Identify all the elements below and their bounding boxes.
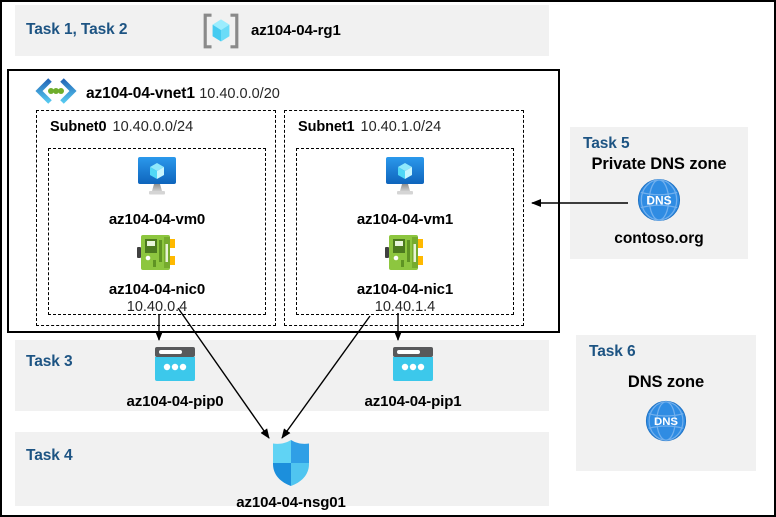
network-interface-icon (137, 234, 177, 277)
pip1-group: az104-04-pip1 (353, 346, 473, 410)
subnet0-name: Subnet0 (50, 119, 107, 135)
pip0-group: az104-04-pip0 (115, 346, 235, 410)
subnet0-cidr: 10.40.0.0/24 (112, 119, 194, 135)
vnet-box: az104-04-vnet1 10.40.0.0/20 Subnet0 10.40… (7, 69, 560, 333)
task3-label: Task 3 (26, 353, 73, 370)
nic0-name: az104-04-nic0 (108, 281, 206, 298)
virtual-machine-icon (383, 156, 427, 203)
task6-box: Task 6 DNS zone DNS (576, 335, 756, 471)
task6-label: Task 6 (589, 343, 636, 360)
subnet1-label: Subnet1 10.40.1.0/24 (285, 111, 523, 135)
pip0-name: az104-04-pip0 (126, 393, 224, 410)
vnet-header: az104-04-vnet1 10.40.0.0/20 (35, 76, 280, 111)
task4-band: Task 4 az104-04-nsg01 (15, 432, 549, 511)
nsg-group: az104-04-nsg01 (230, 439, 352, 511)
subnet0-vm-group: az104-04-vm0 (48, 148, 266, 315)
svg-text:DNS: DNS (646, 193, 671, 207)
subnet1-cidr: 10.40.1.0/24 (360, 119, 442, 135)
vm0-name: az104-04-vm0 (108, 211, 206, 228)
vnet-name: az104-04-vnet1 (86, 84, 195, 102)
svg-text:DNS: DNS (654, 416, 678, 428)
nsg-name: az104-04-nsg01 (236, 494, 346, 511)
nsg-shield-icon (270, 439, 312, 492)
vm1-name: az104-04-vm1 (356, 211, 454, 228)
nic1-ip: 10.40.1.4 (374, 299, 436, 315)
network-interface-icon (385, 234, 425, 277)
virtual-network-icon (35, 76, 77, 111)
subnet0-label: Subnet0 10.40.0.0/24 (37, 111, 275, 135)
public-ip-icon (393, 346, 433, 389)
private-dns-zone-title: Private DNS zone (591, 155, 727, 173)
subnet0-box: Subnet0 10.40.0.0/24 az104-04-vm0 (36, 110, 276, 326)
subnet1-name: Subnet1 (298, 119, 355, 135)
virtual-machine-icon (135, 156, 179, 203)
dns-zone-title: DNS zone (627, 373, 705, 391)
nic0-ip: 10.40.0.4 (126, 299, 188, 315)
resource-group-icon (201, 12, 241, 55)
task1-2-label: Task 1, Task 2 (26, 21, 128, 38)
task1-2-band: Task 1, Task 2 az104-04-rg1 (15, 5, 549, 56)
private-dns-zone-name: contoso.org (614, 230, 704, 247)
task5-box: Task 5 Private DNS zone DNS contoso.org (570, 127, 748, 259)
nic1-name: az104-04-nic1 (356, 281, 454, 298)
task4-label: Task 4 (26, 447, 73, 464)
dns-zone-icon: DNS (645, 400, 687, 447)
public-ip-icon (155, 346, 195, 389)
vnet-cidr: 10.40.0.0/20 (199, 85, 280, 102)
task3-band: Task 3 az104-04-pip0 (15, 340, 549, 411)
pip1-name: az104-04-pip1 (364, 393, 462, 410)
dns-zone-icon: DNS (637, 178, 681, 227)
vnet-title: az104-04-vnet1 10.40.0.0/20 (86, 85, 280, 103)
subnet1-box: Subnet1 10.40.1.0/24 az104-04-vm1 (284, 110, 524, 326)
resource-group-name: az104-04-rg1 (251, 22, 341, 39)
subnet1-vm-group: az104-04-vm1 (296, 148, 514, 315)
task5-label: Task 5 (583, 135, 630, 152)
